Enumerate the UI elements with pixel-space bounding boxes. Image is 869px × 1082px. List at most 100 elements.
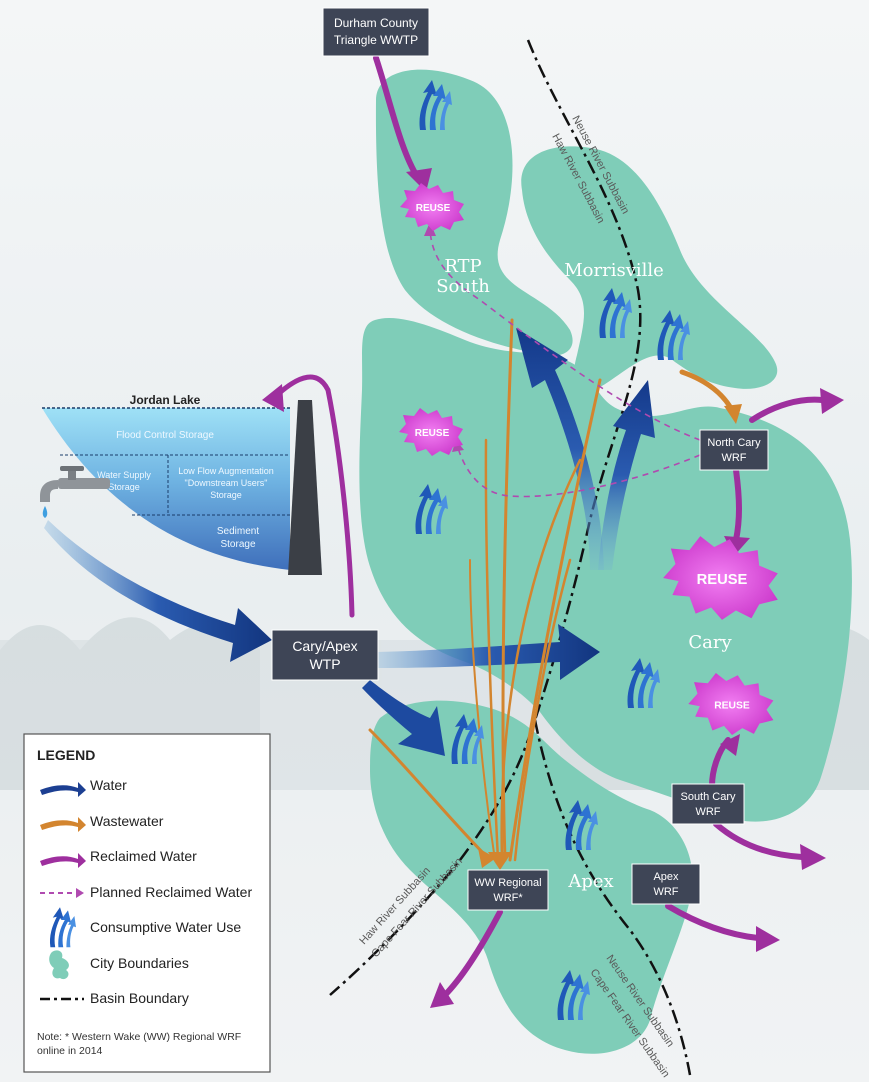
wastewater-line-3 xyxy=(508,378,602,862)
lake-sediment-1: Sediment xyxy=(217,526,259,537)
reclaimed-durham-to-reuse xyxy=(373,55,421,181)
reuse-label: REUSE xyxy=(714,701,750,712)
legend-note-2: online in 2014 xyxy=(37,1045,103,1057)
facility-apex-line2: WRF xyxy=(653,886,678,898)
basin-line-south xyxy=(533,719,692,1076)
consumptive-use-icon xyxy=(419,80,452,130)
wastewater-line-4 xyxy=(500,458,582,862)
facility-south-cary-line1: South Cary xyxy=(680,791,736,803)
reuse-label: REUSE xyxy=(416,203,451,214)
legend-label-city: City Boundaries xyxy=(90,955,189,971)
facility-north-cary-line1: North Cary xyxy=(707,437,761,449)
water-arrow-to-rtp xyxy=(516,328,604,570)
basin-boundaries xyxy=(329,39,692,1076)
lake-title: Jordan Lake xyxy=(130,393,201,407)
facility-apex-line1: Apex xyxy=(653,871,679,883)
dam xyxy=(288,400,322,575)
reuse-label: REUSE xyxy=(415,428,450,439)
legend-label-wastewater: Wastewater xyxy=(90,813,164,829)
region-names: RTP South Morrisville Cary Apex xyxy=(436,256,732,892)
lake-flood-storage: Flood Control Storage xyxy=(116,430,214,441)
wastewater-arrow-icon xyxy=(40,817,86,832)
facility-wtp-line1: Cary/Apex xyxy=(292,638,357,654)
consumptive-use-icons xyxy=(415,80,690,1020)
planned-to-reuse-mid xyxy=(457,447,701,498)
lake-low-flow-1: Low Flow Augmentation xyxy=(178,466,274,476)
lake-low-flow-3: Storage xyxy=(210,490,242,500)
legend-note-1: Note: * Western Wake (WW) Regional WRF xyxy=(37,1031,241,1043)
region-name-apex: Apex xyxy=(567,871,613,892)
reclaimed-flows xyxy=(273,55,825,999)
reuse-sites: REUSE REUSE REUSE REUSE xyxy=(399,183,778,736)
legend-label-basin: Basin Boundary xyxy=(90,990,189,1006)
consumptive-use-icon xyxy=(657,310,690,360)
consumptive-use-icon xyxy=(557,970,590,1020)
basin-line-north xyxy=(329,39,642,996)
reclaimed-north-cary-out xyxy=(749,396,825,423)
facility-apex-wrf: Apex WRF xyxy=(631,863,701,905)
wastewater-morrisville xyxy=(679,369,735,413)
legend-label-planned: Planned Reclaimed Water xyxy=(90,884,252,900)
region-name-morrisville: Morrisville xyxy=(564,260,664,281)
water-arrow-to-morrisville xyxy=(598,380,655,570)
facility-ww-regional-line2: WRF* xyxy=(493,892,523,904)
reclaimed-wtp-to-lake xyxy=(273,374,355,618)
region-rtp-north xyxy=(375,69,573,356)
wastewater-line-7 xyxy=(513,558,572,862)
city-boundary-icon xyxy=(49,950,69,980)
legend-title: LEGEND xyxy=(37,747,95,763)
reuse-rtp-north: REUSE xyxy=(400,183,464,231)
facility-north-cary-wrf: North Cary WRF xyxy=(699,429,769,471)
wastewater-arrowheads xyxy=(478,404,742,870)
facility-wtp-line2: WTP xyxy=(309,656,340,672)
wastewater-line-5 xyxy=(469,559,496,861)
planned-reclaimed-flows xyxy=(429,229,701,498)
consumptive-use-icon xyxy=(49,907,76,948)
reuse-cary-south: REUSE xyxy=(688,672,774,736)
jordan-lake-graphic: Jordan Lake Flood Control Storage Water … xyxy=(40,393,322,575)
reclaimed-south-cary-out xyxy=(713,821,805,860)
facility-durham-line2: Triangle WWTP xyxy=(334,33,418,47)
legend-label-reclaimed: Reclaimed Water xyxy=(90,848,197,864)
lake-sediment-2: Storage xyxy=(220,539,255,550)
facilities: Durham County Triangle WWTP North Cary W… xyxy=(271,7,769,911)
facility-durham-line1: Durham County xyxy=(334,16,418,30)
facility-durham-wwtp: Durham County Triangle WWTP xyxy=(322,7,430,57)
region-morrisville xyxy=(521,146,778,393)
region-name-rtp-1: RTP xyxy=(444,256,481,277)
reclaimed-apex-out xyxy=(665,903,761,941)
facility-ww-regional-wrf: WW Regional WRF* xyxy=(467,869,549,911)
water-arrow-wtp-to-apex xyxy=(362,680,445,756)
reclaimed-arrow-icon xyxy=(40,853,86,868)
faucet-icon xyxy=(40,466,110,518)
lake-body xyxy=(42,408,290,570)
legend-label-water: Water xyxy=(90,777,127,793)
facility-south-cary-line2: WRF xyxy=(695,806,720,818)
water-arrow-icon xyxy=(40,782,86,797)
facility-cary-apex-wtp: Cary/Apex WTP xyxy=(271,629,379,681)
facility-ww-regional-line1: WW Regional xyxy=(474,877,541,889)
wastewater-line-6 xyxy=(368,728,492,862)
consumptive-use-icon xyxy=(599,288,632,338)
consumptive-use-icon xyxy=(627,658,660,708)
wastewater-line-2 xyxy=(484,438,500,862)
consumptive-use-icon xyxy=(451,714,484,764)
reuse-rtp-mid: REUSE xyxy=(399,408,463,456)
lake-water-supply-2: Storage xyxy=(108,482,140,492)
water-arrow-lake-to-wtp xyxy=(44,520,272,662)
lake-low-flow-2: "Downstream Users" xyxy=(185,478,268,488)
legend: LEGEND Water Wastewater Reclaimed Water … xyxy=(23,733,271,1073)
planned-arrowhead-icon xyxy=(76,888,84,898)
reuse-label: REUSE xyxy=(697,572,748,588)
reclaimed-ww-regional-out xyxy=(441,909,503,999)
consumptive-use-icon xyxy=(565,800,598,850)
region-name-cary: Cary xyxy=(688,632,732,653)
reuse-cary-large: REUSE xyxy=(663,536,778,620)
lake-water-supply-1: Water Supply xyxy=(97,470,151,480)
facility-north-cary-line2: WRF xyxy=(721,452,746,464)
facility-south-cary-wrf: South Cary WRF xyxy=(671,783,745,825)
consumptive-use-icon xyxy=(415,484,448,534)
legend-label-consumptive: Consumptive Water Use xyxy=(90,919,241,935)
wastewater-flows xyxy=(368,318,735,862)
